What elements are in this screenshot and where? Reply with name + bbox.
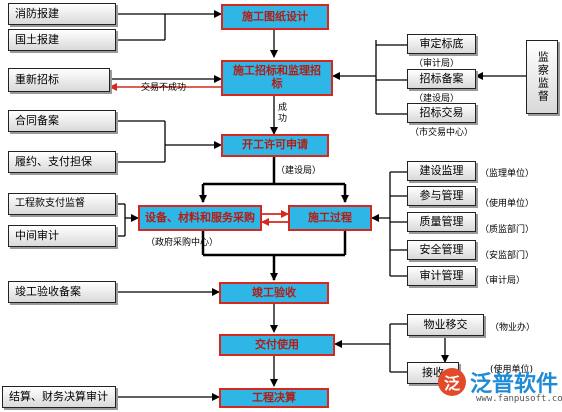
permit-bureau-note: （建设局） bbox=[276, 166, 322, 176]
retender-box: 重新招标 bbox=[8, 68, 110, 92]
performance-guarantee: 履约、支付担保 bbox=[8, 151, 116, 173]
property-office-note: （物业办） bbox=[490, 323, 536, 333]
permit-step: 开工许可申请 bbox=[221, 134, 329, 157]
logo-url: www.fanpusoft.com bbox=[476, 394, 562, 404]
handover-step: 交付使用 bbox=[219, 334, 335, 356]
user-unit-note: （使用单位） bbox=[480, 199, 535, 209]
trade-center-note: （市交易中心） bbox=[410, 128, 474, 138]
bid-filing-box: 招标备案 bbox=[407, 69, 476, 89]
property-box: 物业移交 bbox=[407, 314, 484, 336]
supervisor-unit-note: （监理单位） bbox=[480, 169, 535, 179]
quality-box: 质量管理 bbox=[407, 212, 476, 232]
logo-name: 泛普软件 bbox=[470, 372, 559, 397]
gov-procurement-note: （政府采购中心） bbox=[146, 238, 219, 248]
construction-bureau-note: （建设局） bbox=[414, 94, 460, 104]
settlement-step: 工程决算 bbox=[219, 388, 329, 408]
safety-dept-note: （安监部门） bbox=[480, 251, 535, 261]
land-filing: 国土报建 bbox=[8, 29, 116, 51]
bid-review-box: 审定标底 bbox=[407, 34, 476, 54]
build-supervision-box: 建设监理 bbox=[407, 161, 476, 181]
trade-failed-note: 交易不成功 bbox=[141, 83, 187, 93]
contract-filing: 合同备案 bbox=[8, 110, 116, 132]
participate-box: 参与管理 bbox=[407, 186, 476, 206]
supervision-box: 监察监督 bbox=[526, 40, 558, 114]
final-audit: 结算、财务决算审计 bbox=[2, 386, 116, 408]
completion-filing: 竣工验收备案 bbox=[8, 281, 116, 303]
audit-bureau2-note: （审计局） bbox=[480, 276, 526, 286]
user-unit2-note: (使用单位) bbox=[490, 365, 534, 375]
quality-dept-note: （质监部门） bbox=[480, 225, 535, 235]
fire-filing: 消防报建 bbox=[8, 3, 116, 25]
acceptance-step: 竣工验收 bbox=[219, 282, 329, 304]
midterm-audit: 中间审计 bbox=[8, 225, 116, 247]
bid-trade-box: 招标交易 bbox=[407, 103, 476, 123]
design-step: 施工图纸设计 bbox=[221, 4, 329, 30]
logo-icon: 泛 bbox=[438, 368, 466, 396]
construction-step: 施工过程 bbox=[288, 205, 372, 231]
success-note: 成功 bbox=[278, 103, 288, 124]
safety-box: 安全管理 bbox=[407, 240, 476, 260]
procurement-step: 设备、材料和服务采购 bbox=[138, 205, 262, 231]
payment-supervision: 工程款支付监督 bbox=[8, 193, 116, 215]
tender-step: 施工招标和监理招标 bbox=[221, 60, 333, 96]
audit-bureau-note: （审计局） bbox=[414, 59, 460, 69]
audit-mgmt-box: 审计管理 bbox=[407, 266, 476, 286]
watermark-logo: 泛 泛普软件 bbox=[438, 366, 558, 398]
